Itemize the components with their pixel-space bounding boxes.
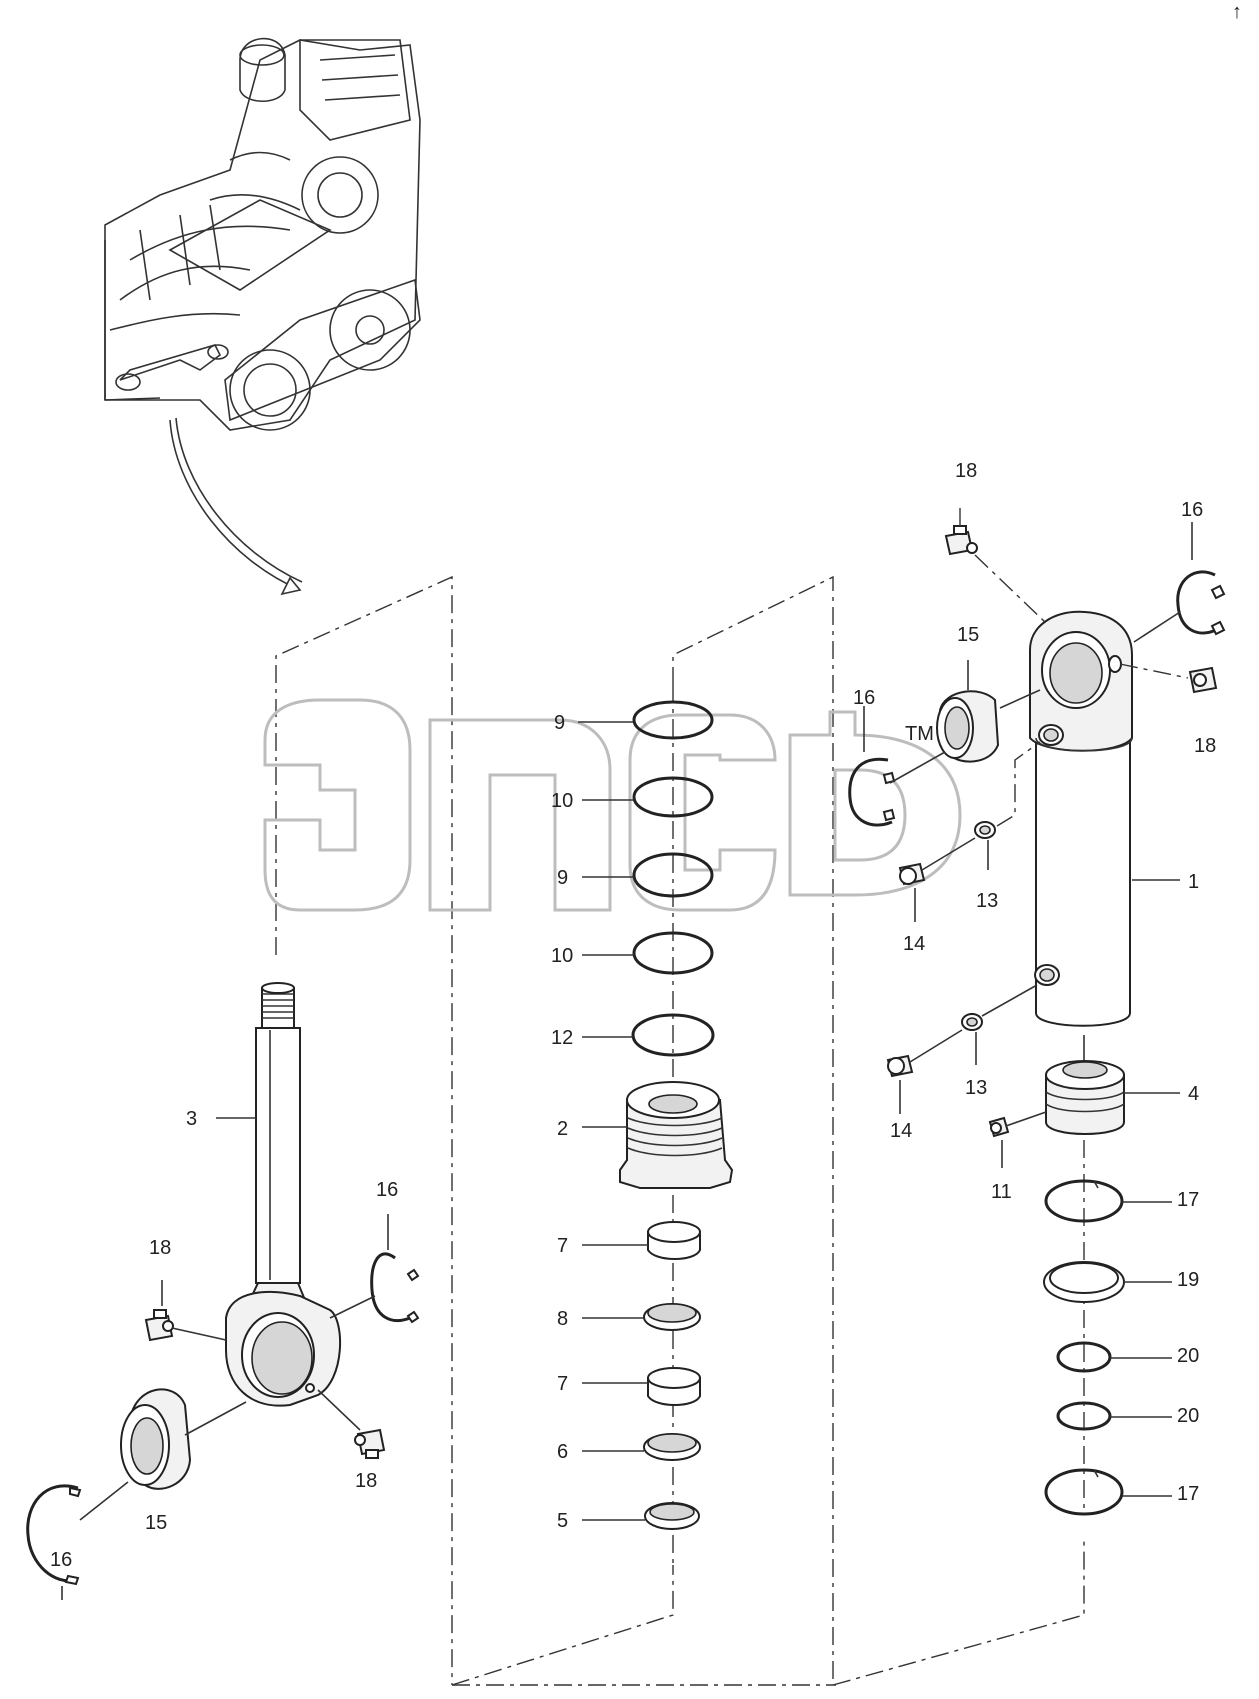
callout-15-left: 15 <box>145 1512 167 1534</box>
callout-18-top: 18 <box>955 460 977 482</box>
callout-16-right: 16 <box>1181 499 1203 521</box>
callout-1: 1 <box>1188 871 1199 893</box>
leader-13-upper-path <box>996 741 1041 827</box>
locator-arrow <box>169 417 303 596</box>
center-leaders <box>578 721 648 1521</box>
callout-17-upper: 17 <box>1177 1189 1199 1211</box>
seal-washer-part-13-upper <box>974 821 996 839</box>
callout-14-lower: 14 <box>890 1120 912 1142</box>
callout-13-lower: 13 <box>965 1077 987 1099</box>
assembly-frame-lines <box>275 575 1085 1686</box>
callout-12: 12 <box>551 1027 573 1049</box>
callout-16-rod-eye: 16 <box>376 1179 398 1201</box>
seal-part-8 <box>643 1303 701 1331</box>
callout-labels: 1 2 3 4 5 6 7 7 8 9 9 10 10 11 12 13 13 … <box>50 460 1216 1571</box>
leader-11-to-piston <box>1005 1111 1047 1127</box>
corner-mark: ↑ <box>1232 1 1242 23</box>
callout-18-lower: 18 <box>355 1470 377 1492</box>
callout-11: 11 <box>991 1181 1012 1203</box>
leader-16-left-clip <box>79 1481 129 1521</box>
center-seal-stack <box>619 685 734 1565</box>
piston-rod-part-3 <box>225 982 342 1407</box>
o-ring-part-20-lower <box>1056 1401 1112 1431</box>
callout-9-lower: 9 <box>557 867 568 889</box>
leader-15-left <box>184 1401 247 1436</box>
seal-part-6 <box>643 1433 701 1461</box>
callout-8: 8 <box>557 1308 568 1330</box>
leader-rod-eye-ring <box>329 1295 376 1319</box>
callout-14-upper: 14 <box>903 933 925 955</box>
callout-7-upper: 7 <box>557 1235 568 1257</box>
plug-part-14-upper <box>898 862 926 886</box>
leader-18-right <box>1119 663 1189 679</box>
callout-13-upper: 13 <box>976 890 998 912</box>
seal-washer-part-13-lower <box>961 1013 983 1031</box>
right-ring-stack <box>1043 1140 1125 1516</box>
callout-3: 3 <box>186 1108 197 1130</box>
o-ring-part-20-upper <box>1056 1341 1112 1373</box>
watermark-tm: TM <box>905 723 934 745</box>
watermark-logo: TM <box>263 698 962 912</box>
leader-18-left-upper <box>171 1327 227 1341</box>
callout-2: 2 <box>557 1118 568 1140</box>
set-screw-part-11 <box>988 1116 1010 1138</box>
grease-fitting-part-18-right <box>1188 666 1218 694</box>
leader-15-right-to-eye <box>999 689 1041 709</box>
backup-ring-part-10-lower <box>632 931 714 975</box>
leader-18-top-to-eye <box>974 554 1046 623</box>
wear-ring-part-17-upper <box>1044 1179 1124 1223</box>
callout-10-upper: 10 <box>551 790 573 812</box>
wear-ring-part-7-lower <box>647 1367 701 1406</box>
snap-ring-part-16-lower-left <box>26 1484 82 1586</box>
callout-19: 19 <box>1177 1269 1199 1291</box>
o-ring-part-9-lower <box>632 852 714 898</box>
grease-fitting-part-18-top <box>944 525 978 556</box>
callout-4: 4 <box>1188 1083 1199 1105</box>
grease-fitting-part-18-lower <box>354 1428 386 1459</box>
callout-18-left: 18 <box>149 1237 171 1259</box>
callout-16-lower-left: 16 <box>50 1549 72 1571</box>
leader-16-center-to-bearing <box>889 751 946 784</box>
snap-ring-part-16-right <box>1176 570 1226 636</box>
callout-10-lower: 10 <box>551 945 573 967</box>
callout-5: 5 <box>557 1510 568 1532</box>
callout-17-lower: 17 <box>1177 1483 1199 1505</box>
callout-15-right: 15 <box>957 624 979 646</box>
machine-locator-illustration <box>104 37 421 431</box>
cylinder-barrel-part-1 <box>1029 610 1133 1027</box>
o-ring-part-12 <box>631 1013 715 1057</box>
spherical-bearing-part-15-left <box>120 1388 192 1490</box>
callout-20-lower: 20 <box>1177 1405 1199 1427</box>
piston-part-4 <box>1045 1060 1125 1135</box>
callout-9-upper: 9 <box>554 712 565 734</box>
gland-part-2 <box>619 1081 734 1189</box>
leader-13-lower-to-barrel <box>981 984 1038 1017</box>
leader-14-lower-to-washer <box>909 1029 963 1063</box>
leader-18-lower <box>317 1389 361 1431</box>
leader-14-upper-to-washer <box>921 837 976 871</box>
grease-fitting-part-18-left <box>144 1309 174 1342</box>
plug-part-14-lower <box>886 1054 914 1078</box>
callout-6: 6 <box>557 1441 568 1463</box>
backup-ring-part-10-upper <box>632 776 714 818</box>
leader-16-right-to-eye <box>1133 611 1181 643</box>
snap-ring-part-16-rod-eye <box>370 1252 420 1324</box>
callout-7-lower: 7 <box>557 1373 568 1395</box>
o-ring-part-9-upper <box>632 700 714 740</box>
seal-part-19 <box>1043 1261 1125 1303</box>
wear-ring-part-17-lower <box>1044 1468 1124 1516</box>
right-leaders <box>1110 1201 1172 1497</box>
wiper-part-5 <box>644 1502 700 1530</box>
callout-18-right: 18 <box>1194 735 1216 757</box>
spherical-bearing-part-15-right <box>936 690 1000 763</box>
callout-16-center: 16 <box>853 687 875 709</box>
snap-ring-part-16-center <box>848 757 896 827</box>
callout-20-upper: 20 <box>1177 1345 1199 1367</box>
wear-ring-part-7-upper <box>647 1221 701 1260</box>
